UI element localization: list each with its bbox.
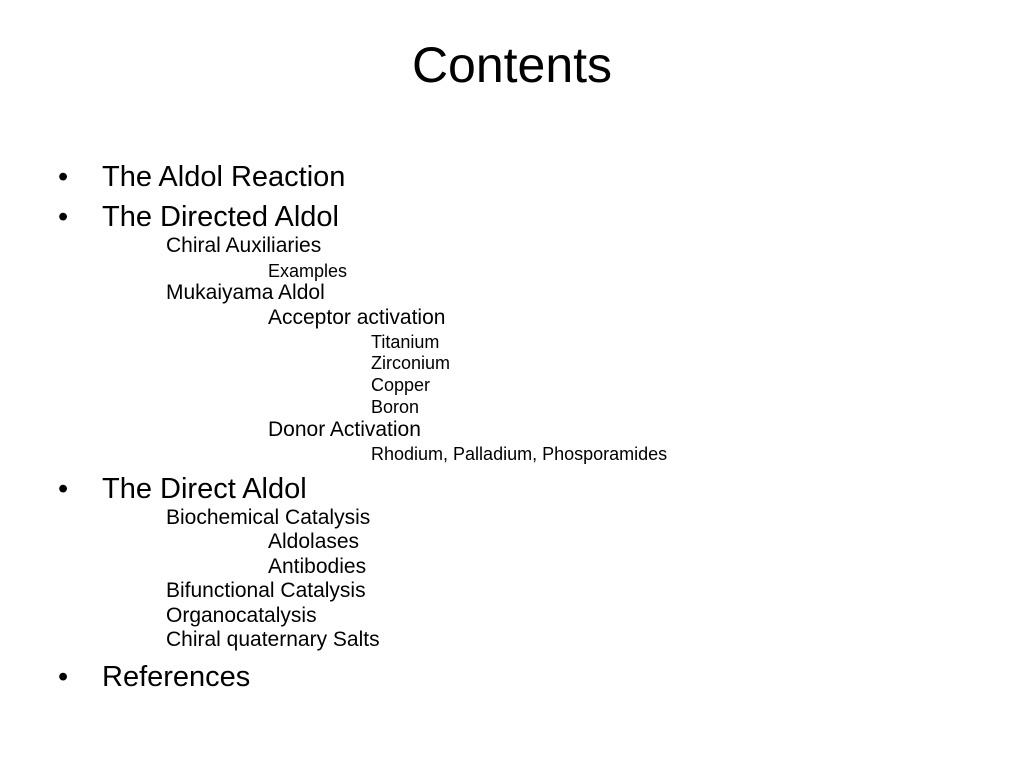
outline-subitem-antibodies: Antibodies: [268, 555, 367, 578]
bullet-marker: •: [58, 161, 69, 193]
outline-subitem-donor-activation: Donor Activation: [268, 418, 421, 441]
bullet-marker: •: [58, 201, 69, 233]
outline-item-aldol-reaction: The Aldol Reaction: [102, 161, 346, 193]
outline-subitem-mukaiyama-aldol: Mukaiyama Aldol: [166, 281, 325, 304]
outline-subitem-bifunctional-catalysis: Bifunctional Catalysis: [166, 579, 366, 602]
outline-subitem-zirconium: Zirconium: [371, 353, 451, 373]
outline-subitem-organocatalysis: Organocatalysis: [166, 604, 317, 627]
outline-item-references: References: [102, 661, 251, 693]
outline-item-direct-aldol: The Direct Aldol: [102, 473, 307, 505]
outline-subitem-copper: Copper: [371, 375, 431, 395]
outline-item-directed-aldol: The Directed Aldol: [102, 201, 339, 233]
outline-subitem-boron: Boron: [371, 397, 420, 417]
outline-subitem-rhodium-palladium: Rhodium, Palladium, Phosporamides: [371, 444, 668, 464]
outline-subitem-aldolases: Aldolases: [268, 530, 360, 553]
outline-subitem-chiral-auxiliaries: Chiral Auxiliaries: [166, 234, 322, 257]
bullet-marker: •: [58, 473, 69, 505]
slide-title: Contents: [411, 37, 613, 93]
outline-subitem-acceptor-activation: Acceptor activation: [268, 306, 446, 329]
bullet-marker: •: [58, 661, 69, 693]
outline-subitem-biochemical-catalysis: Biochemical Catalysis: [166, 506, 371, 529]
outline-subitem-chiral-quaternary-salts: Chiral quaternary Salts: [166, 628, 380, 651]
outline-subitem-examples: Examples: [268, 261, 348, 281]
outline-subitem-titanium: Titanium: [371, 332, 440, 352]
